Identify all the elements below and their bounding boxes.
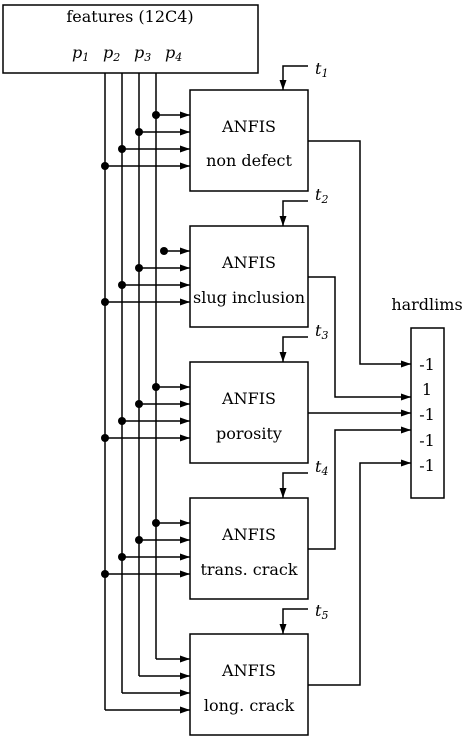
target-arrow-4 — [279, 472, 308, 498]
output-arrow-2 — [308, 276, 411, 401]
anfis-box-1 — [189, 89, 309, 192]
hardlims-output-5: -1 — [419, 456, 435, 475]
input-p2-label: p2 — [103, 43, 120, 64]
anfis-subtitle-5: long. crack — [204, 696, 295, 715]
target-arrow-5 — [279, 608, 308, 634]
target-label-5: t5 — [315, 601, 328, 622]
input-buses — [104, 73, 157, 710]
target-arrow-1 — [279, 65, 308, 90]
anfis-box-2 — [189, 225, 309, 328]
hardlims-output-4: -1 — [419, 431, 435, 450]
target-label-3: t3 — [315, 321, 328, 342]
junction-dot — [118, 417, 126, 425]
junction-dot — [135, 128, 143, 136]
target-label-1: t1 — [315, 59, 328, 80]
hardlims-box — [410, 327, 445, 499]
target-label-4: t4 — [315, 457, 328, 478]
input-p1-label: p1 — [72, 43, 89, 64]
output-arrow-1 — [308, 140, 411, 368]
input-p3-label: p3 — [134, 43, 151, 64]
features-title: features (12C4) — [66, 7, 193, 26]
anfis-title-1: ANFIS — [221, 117, 276, 136]
anfis-block-slug-inclusion: ANFIS slug inclusion t2 — [101, 185, 328, 328]
output-arrow-4 — [308, 426, 411, 550]
junction-dot — [101, 298, 109, 306]
anfis-subtitle-1: non defect — [206, 151, 292, 170]
junction-dot — [118, 553, 126, 561]
junction-dot — [152, 519, 160, 527]
junction-dot — [152, 383, 160, 391]
junction-dot — [101, 434, 109, 442]
input-p4-label: p4 — [165, 43, 182, 64]
output-arrow-5 — [308, 459, 411, 686]
junction-dot — [135, 536, 143, 544]
junction-dot — [101, 162, 109, 170]
anfis-block-porosity: ANFIS porosity t3 — [101, 321, 328, 464]
target-arrow-2 — [279, 200, 308, 226]
target-label-2: t2 — [315, 185, 328, 206]
anfis-box-4 — [189, 497, 309, 600]
hardlims-output-2: 1 — [422, 380, 432, 399]
junction-dot — [101, 570, 109, 578]
anfis-block-non-defect: ANFIS non defect t1 — [101, 59, 328, 192]
hardlims-output-3: -1 — [419, 405, 435, 424]
features-block: features (12C4) p1 p2 p3 p4 — [2, 4, 259, 74]
junction-dot — [118, 281, 126, 289]
anfis-subtitle-2: slug inclusion — [193, 288, 305, 307]
junction-dot — [135, 264, 143, 272]
anfis-block-long-crack: ANFIS long. crack t5 — [105, 601, 328, 736]
hardlims-block: hardlims -1 1 -1 -1 -1 — [391, 295, 463, 499]
anfis-box-3 — [189, 361, 309, 464]
anfis-subtitle-3: porosity — [216, 424, 282, 443]
anfis-title-3: ANFIS — [221, 389, 276, 408]
hardlims-title: hardlims — [391, 295, 462, 314]
junction-dot — [152, 111, 160, 119]
junction-dot — [160, 247, 168, 255]
hardlims-output-1: -1 — [419, 355, 435, 374]
anfis-title-5: ANFIS — [221, 661, 276, 680]
anfis-subtitle-4: trans. crack — [200, 560, 297, 579]
anfis-box-5 — [189, 633, 309, 736]
output-connectors — [308, 140, 411, 686]
anfis-block-trans-crack: ANFIS trans. crack t4 — [101, 457, 328, 600]
anfis-title-2: ANFIS — [221, 253, 276, 272]
junction-dot — [118, 145, 126, 153]
target-arrow-3 — [279, 336, 308, 362]
features-box — [2, 4, 259, 74]
junction-dot — [135, 400, 143, 408]
anfis-title-4: ANFIS — [221, 525, 276, 544]
